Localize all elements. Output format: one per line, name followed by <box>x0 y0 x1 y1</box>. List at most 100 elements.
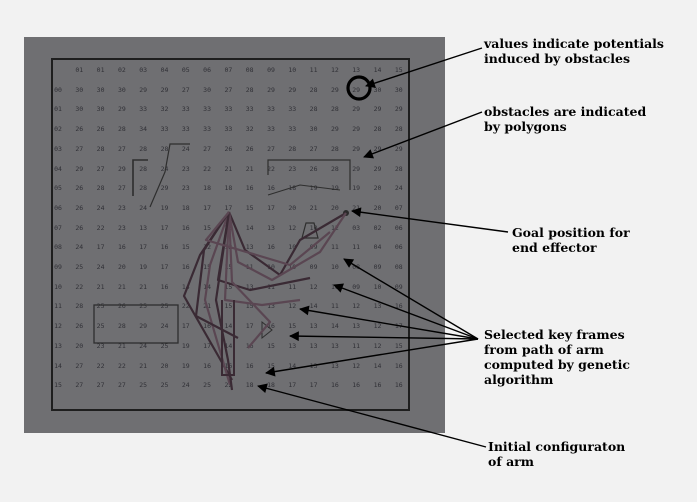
grid-potential-cell: 03 <box>352 223 361 232</box>
grid-potential-cell: 32 <box>245 125 254 134</box>
annotation-arrow <box>333 283 479 340</box>
annotation-potentials-line-1: values indicate potentials <box>484 36 664 51</box>
grid-row-label: 07 <box>54 223 62 232</box>
grid-row-label: 04 <box>54 164 62 173</box>
grid-potential-cell: 15 <box>245 203 254 212</box>
grid-potential-cell: 27 <box>203 144 212 153</box>
grid-potential-cell: 13 <box>267 223 275 232</box>
grid-potential-cell: 16 <box>394 302 403 311</box>
grid-header-cell: 05 <box>181 66 190 74</box>
annotation-initial-line-2: of arm <box>488 454 534 469</box>
grid-potential-cell: 14 <box>245 223 254 232</box>
grid-potential-cell: 30 <box>373 85 382 94</box>
grid-potential-cell: 29 <box>267 85 275 94</box>
arm-key-frame <box>227 211 347 282</box>
grid-potential-cell: 18 <box>181 203 190 212</box>
grid-row-label: 08 <box>54 243 62 252</box>
grid-header-cell: 07 <box>224 66 233 74</box>
grid-potential-cell: 28 <box>139 164 148 173</box>
grid-header-cell: 04 <box>160 66 169 74</box>
grid-potential-cell: 29 <box>160 85 169 94</box>
grid-potential-cell: 12 <box>352 361 361 370</box>
grid-potential-cell: 26 <box>75 223 84 232</box>
grid-potential-cell: 10 <box>267 263 275 271</box>
grid-potential-cell: 29 <box>75 164 84 173</box>
grid-potential-cell: 27 <box>267 144 275 153</box>
initial-arm-configuration <box>221 300 235 376</box>
grid-potential-cell: 20 <box>160 361 169 370</box>
grid-potential-cell: 28 <box>330 144 339 153</box>
grid-potential-cell: 33 <box>267 125 275 134</box>
grid-header-cell: 13 <box>352 66 361 74</box>
grid-potential-cell: 19 <box>352 184 361 193</box>
grid-potential-cell: 22 <box>224 381 233 390</box>
grid-potential-cell: 17 <box>96 243 105 252</box>
grid-potential-cell: 28 <box>117 125 126 134</box>
grid-potential-cell: 16 <box>181 263 190 271</box>
grid-potential-cell: 13 <box>330 361 339 370</box>
grid-potential-cell: 17 <box>160 223 169 232</box>
grid-potential-cell: 33 <box>181 105 190 114</box>
grid-potential-cell: 17 <box>203 203 212 212</box>
annotation-obstacles-line-1: obstacles are indicated <box>484 104 647 119</box>
grid-potential-cell: 19 <box>139 263 148 271</box>
grid-potential-cell: 29 <box>352 85 361 94</box>
grid-potential-cell: 30 <box>96 105 105 114</box>
grid-row-label: 15 <box>54 381 62 390</box>
grid-potential-cell: 25 <box>96 302 105 311</box>
grid-potential-cell: 12 <box>373 341 382 350</box>
grid-potential-cell: 19 <box>181 361 190 370</box>
grid-potential-cell: 16 <box>394 361 403 370</box>
grid-potential-cell: 15 <box>288 322 297 331</box>
highlighted-potential-circle <box>346 75 372 101</box>
grid-potential-cell: 16 <box>245 361 254 370</box>
grid-potential-cell: 27 <box>117 184 126 193</box>
grid-potential-cell: 22 <box>267 164 275 173</box>
grid-potential-cell: 17 <box>245 322 254 331</box>
grid-row-label: 06 <box>54 203 62 212</box>
grid-potential-cell: 15 <box>203 223 212 232</box>
grid-potential-cell: 28 <box>96 184 105 193</box>
grid-potential-cell: 17 <box>288 381 297 390</box>
grid-potential-cell: 22 <box>203 164 212 173</box>
obstacle-polygon <box>93 304 179 344</box>
grid-potential-cell: 28 <box>160 144 169 153</box>
grid-potential-cell: 14 <box>181 282 190 291</box>
grid-potential-cell: 29 <box>373 144 382 153</box>
grid-potential-cell: 33 <box>203 105 212 114</box>
annotation-keyframes-line-1: Selected key frames <box>484 327 625 342</box>
grid-potential-cell: 09 <box>394 282 403 291</box>
annotation-arrow <box>365 47 483 88</box>
grid-potential-cell: 23 <box>288 164 297 173</box>
grid-potential-cell: 29 <box>139 85 148 94</box>
grid-potential-cell: 18 <box>224 184 233 193</box>
grid-potential-cell: 29 <box>330 85 339 94</box>
grid-potential-cell: 17 <box>309 381 318 390</box>
grid-potential-cell: 28 <box>139 144 148 153</box>
grid-potential-cell: 29 <box>117 164 126 173</box>
grid-potential-cell: 22 <box>96 223 105 232</box>
grid-potential-cell: 27 <box>309 144 318 153</box>
grid-potential-cell: 28 <box>139 184 148 193</box>
grid-potential-cell: 33 <box>288 105 297 114</box>
grid-potential-cell: 21 <box>117 341 126 350</box>
annotation-arrow <box>257 383 487 448</box>
grid-header-cell: 12 <box>330 66 339 74</box>
grid-row-label: 11 <box>54 302 62 311</box>
grid-potential-cell: 33 <box>267 105 275 114</box>
grid-potential-cell: 27 <box>75 381 84 390</box>
grid-potential-cell: 32 <box>160 105 169 114</box>
grid-potential-cell: 17 <box>203 341 212 350</box>
grid-potential-cell: 29 <box>288 85 297 94</box>
obstacle-polygon <box>267 159 351 190</box>
grid-potential-cell: 26 <box>117 302 126 311</box>
grid-potential-cell: 22 <box>181 302 190 311</box>
grid-potential-cell: 15 <box>224 302 233 311</box>
annotation-obstacles: obstacles are indicated by polygons <box>484 104 646 134</box>
grid-potential-cell: 27 <box>96 381 105 390</box>
grid-potential-cell: 17 <box>267 203 275 212</box>
grid-potential-cell: 27 <box>181 85 190 94</box>
grid-potential-cell: 14 <box>330 322 339 331</box>
grid-potential-cell: 17 <box>181 322 190 331</box>
